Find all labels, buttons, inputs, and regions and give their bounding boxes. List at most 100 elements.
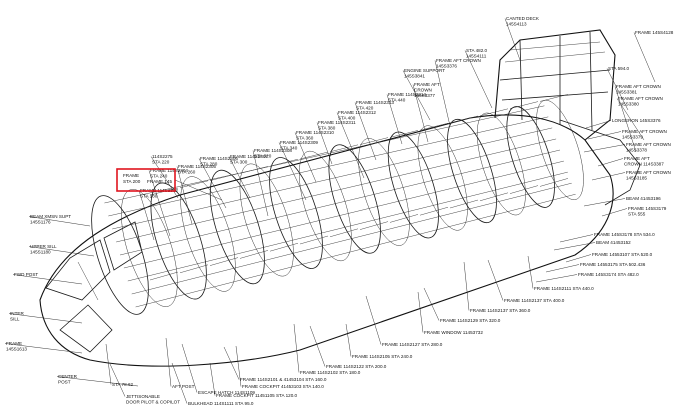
callout-frame-sta-360b: FRAME 114S2137 STA 360.0 <box>470 308 531 313</box>
highlight-box <box>116 168 176 192</box>
leader-line <box>504 18 521 61</box>
callout-text: STA 594.0 <box>608 66 630 71</box>
leader-line <box>252 150 269 217</box>
fuselage-frame <box>121 189 178 307</box>
fuselage-brace <box>269 158 299 252</box>
fuselage-stringer <box>116 138 557 243</box>
callout-fwd-post: FWD POST <box>14 272 38 277</box>
callout-text: 145S4111 <box>466 53 487 58</box>
callout-frame-sta-160b: FRAME 114S2101 & 41453104 STA 160.0 <box>240 377 327 382</box>
callout-text: FWD POST <box>14 272 38 277</box>
fuselage-frame <box>476 112 526 216</box>
leader-line <box>176 166 193 225</box>
highlight-line-1: FRAME <box>123 173 139 178</box>
callout-text: STA 360 <box>296 135 314 140</box>
fuselage-brace <box>509 101 539 194</box>
leader-line <box>138 190 155 241</box>
callout-text: FRAME AFT CROWN <box>436 58 481 63</box>
leader-line <box>8 313 83 324</box>
leader-line <box>294 132 317 183</box>
fuselage-frame <box>209 169 265 285</box>
callout-text: AFT POST <box>172 384 195 389</box>
highlight-line-3: FRAME 145 <box>147 179 172 184</box>
callout-leaders <box>4 18 656 404</box>
leader-line <box>223 346 240 380</box>
callout-frame-sta-240b: FRAME 114S2105 STA 240.0 <box>352 354 413 359</box>
callout-text: FRAME AFT CROWN <box>622 129 667 134</box>
fuselage-brace <box>179 180 209 274</box>
fuselage-stringer <box>104 105 545 204</box>
callout-text: STA 78.62 <box>112 382 134 387</box>
callout-frame-sta-482: FRAME 145S3174 STA 482.0 <box>578 272 639 277</box>
fuselage-brace <box>449 115 479 209</box>
callout-text: ESCAPE HATCH 114S1109 <box>198 390 255 395</box>
fuselage-brace <box>389 130 419 223</box>
callout-frame-sta-520: FRAME 14553107 STA 520.0 <box>592 252 653 257</box>
leader-line <box>345 323 352 357</box>
leader-line <box>228 156 251 199</box>
highlight-leader <box>174 179 223 201</box>
leader-line <box>601 208 628 217</box>
leader-line <box>148 170 171 237</box>
callout-text: INTER <box>10 311 24 316</box>
callout-text: BEAM 41453196 <box>626 196 661 201</box>
callout-text: FRAME 14553107 STA 520.0 <box>592 252 653 257</box>
leader-line <box>293 323 300 373</box>
leader-line <box>209 362 216 396</box>
callout-text: FRAME 114S2122 STA 200.0 <box>326 364 387 369</box>
leader-line <box>487 259 504 301</box>
leader-line <box>591 172 626 181</box>
callout-text: 145S3376 <box>436 63 457 68</box>
callout-text: FRAME AFT CROWN <box>626 142 671 147</box>
callout-text: BEAM XMSN SUPT <box>30 214 71 219</box>
leader-line <box>171 362 188 404</box>
callout-frame-sta-502: FRAME 14553175 STA 502.436 <box>580 262 646 267</box>
callout-text: FRAME 114S2101 & 41453104 STA 160.0 <box>240 377 327 382</box>
fuselage-stringers <box>104 94 576 308</box>
leader-line <box>105 343 112 385</box>
callout-text: FRAME 114S2137 STA 400.0 <box>504 298 565 303</box>
callout-sta-78: STA 78.62 <box>112 382 134 387</box>
callout-text: STA 555 <box>628 211 646 216</box>
fuselage-frames <box>91 100 584 315</box>
callout-text: STA 240 <box>150 173 168 178</box>
callout-text: STA 440 <box>388 97 406 102</box>
callout-text: FRAME 114S2127 STA 280.0 <box>382 342 443 347</box>
callout-text: FRAME 114S2311 <box>318 120 356 125</box>
callout-text: FRAME 114S2304 <box>150 168 188 173</box>
callout-text: FRAME 114S2102 STA 180.0 <box>300 370 361 375</box>
fuselage-frame <box>417 125 468 231</box>
callout-text: CENTER <box>58 374 78 379</box>
fuselage-brace <box>299 151 329 245</box>
callout-text: FRAME 114S2306 <box>200 156 238 161</box>
highlight-text: FRAME STA 200 FRAME 145 <box>123 173 172 184</box>
callout-text: STA 220 <box>152 159 170 164</box>
callout-text: FRAME 114S2308 <box>254 148 292 153</box>
leader-line <box>278 142 307 201</box>
leader-line <box>109 363 126 397</box>
fuselage-frame <box>328 144 381 254</box>
callout-text: FRAME 114S2313 <box>356 100 394 105</box>
callout-text: FRAME 114S2137 STA 360.0 <box>470 308 531 313</box>
callout-text: FRAME COCKPIT 41453103 STA 140.0 <box>242 384 324 389</box>
callout-text: UPPER SILL <box>30 244 57 249</box>
callout-text: FRAME 114S2129 STA 320.0 <box>440 318 501 323</box>
callout-text: POST <box>58 379 71 384</box>
callout-text: FRAME 145S4128 <box>635 30 674 35</box>
